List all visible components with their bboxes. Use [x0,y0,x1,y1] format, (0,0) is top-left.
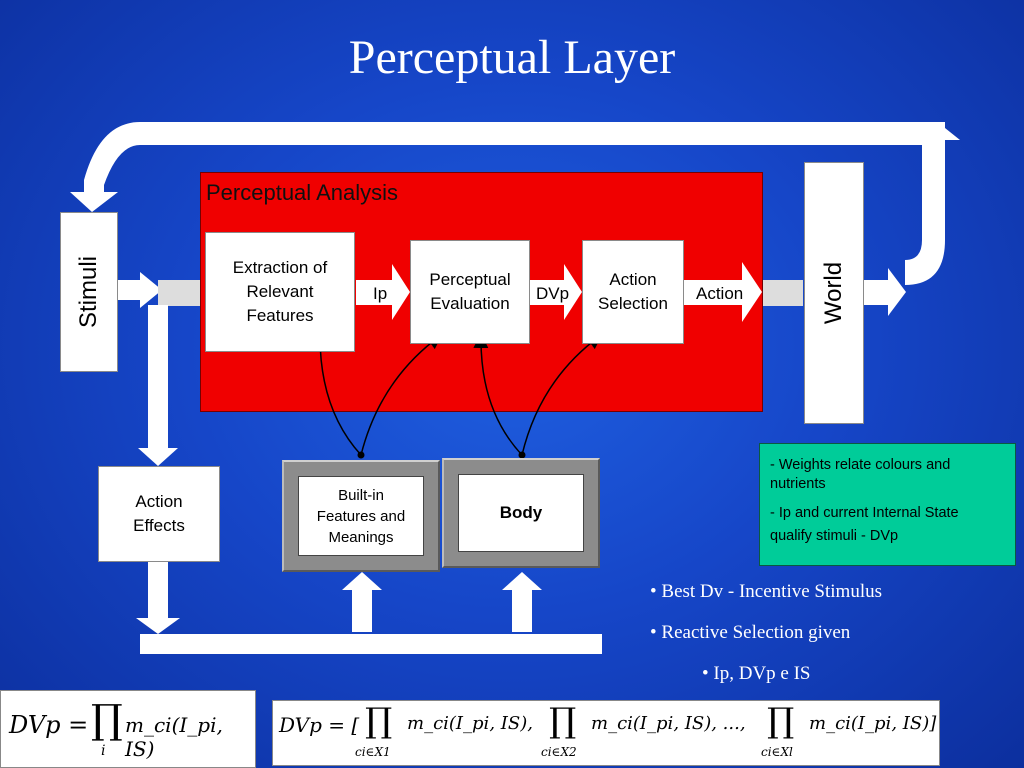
formula-vector: DVp = [ ∏ ci∈X1 m_ci(I_pi, IS), ∏ ci∈X2 … [272,700,940,766]
action-effects-box: Action Effects [98,466,220,562]
loop-arrowhead-up [922,128,960,145]
world-box: World [804,162,864,424]
note-ip-state: - Ip and current Internal State [770,505,959,521]
stimuli-connector [158,280,200,306]
bottom-bar [140,634,602,654]
formula2-body-1: m_ci(I_pi, IS), [407,713,533,734]
body-frame: Body [442,458,600,568]
connector-builtin-evaluation [360,334,443,456]
formula2-sub-2: ci∈X2 [541,745,577,759]
bullet-ip-dvp: • Ip, DVp e IS [702,663,811,684]
builtin-box: Built-in Features and Meanings [298,476,424,556]
notes-box: - Weights relate colours and nutrients -… [759,443,1016,566]
stimuli-label: Stimuli [75,255,103,329]
feedback-loop-arrow [70,122,945,285]
formula1-product-symbol: ∏ [91,697,123,743]
formula2-product-2: ∏ [549,701,577,741]
body-box: Body [458,474,584,552]
connector-node-builtin [357,451,365,459]
formula2-body-3: m_ci(I_pi, IS)] [809,713,937,734]
evaluation-box: Perceptual Evaluation [410,240,530,344]
selection-box: Action Selection [582,240,684,344]
formula1-sub: i [101,743,106,759]
formula-product: DVp = ∏ i m_ci(I_pi, IS) [0,690,256,768]
builtin-up-arrow [342,572,382,632]
bullet-best-dv: • Best Dv - Incentive Stimulus [650,581,882,602]
world-label: World [820,261,847,325]
formula1-body: m_ci(I_pi, IS) [125,713,223,761]
formula2-product-3: ∏ [767,701,795,741]
formula2-body-2: m_ci(I_pi, IS), ..., [591,713,746,734]
stimuli-box: Stimuli [60,212,118,372]
connector-builtin-extraction [312,333,362,456]
builtin-frame: Built-in Features and Meanings [282,460,440,572]
connector-body-evaluation [473,333,523,456]
formula2-sub-1: ci∈X1 [355,745,391,759]
note-weights: - Weights relate colours and nutrients [770,457,951,492]
action-arrow [684,262,762,322]
ip-label: Ip [373,284,388,303]
bullet-reactive: • Reactive Selection given [650,622,851,643]
connector-node-body [518,451,526,459]
formula2-sub-3: ci∈Xl [761,745,793,759]
ip-arrow [356,264,410,320]
body-up-arrow [502,572,542,632]
world-connector [763,280,803,306]
formula2-lhs: DVp = [ [279,713,360,737]
action-label: Action [696,284,744,303]
stimuli-down-arrow [138,305,178,466]
extraction-box: Extraction of Relevant Features [205,232,355,352]
page-title: Perceptual Layer [348,31,676,84]
effects-down-arrow [136,562,180,634]
dvp-arrow [530,264,582,320]
stimuli-out-arrow [118,272,162,308]
world-out-arrow [864,268,906,316]
formula1-lhs: DVp = [9,711,89,739]
dvp-label: DVp [536,284,570,303]
formula2-product-1: ∏ [365,701,393,741]
note-qualify: qualify stimuli - DVp [770,528,899,544]
panel-title: Perceptual Analysis [206,180,398,205]
connector-body-selection [521,334,603,456]
